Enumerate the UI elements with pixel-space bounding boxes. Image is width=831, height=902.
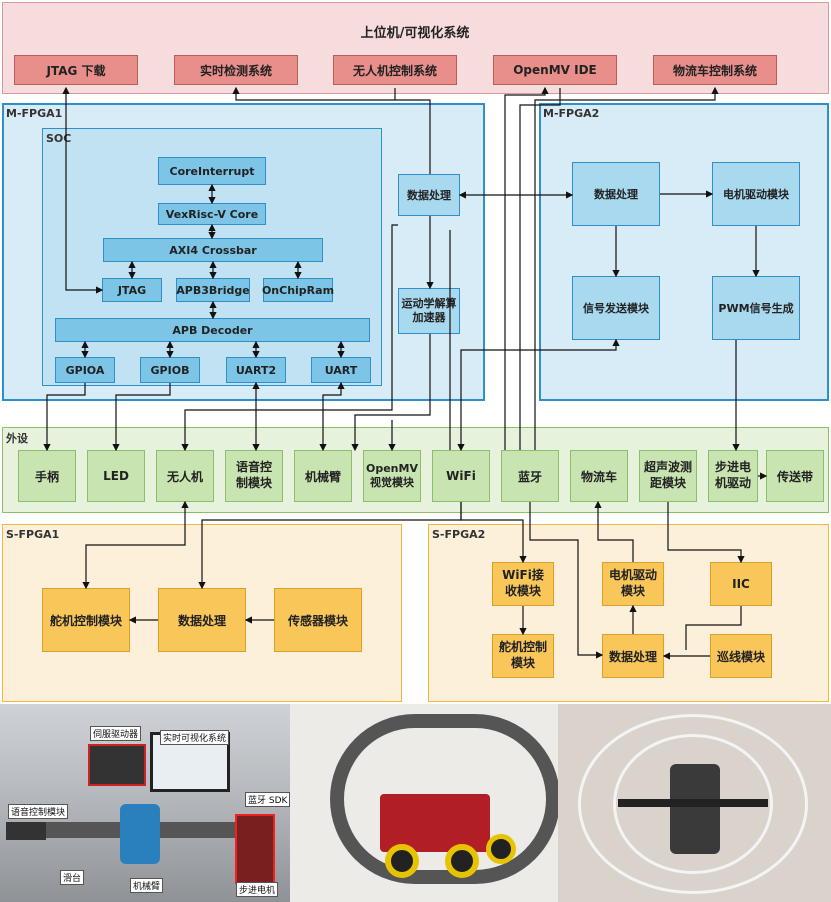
apb3-bridge-block: APB3Bridge (176, 278, 250, 302)
host-openmv-ide: OpenMV IDE (493, 55, 617, 85)
mfpga2-data-processing: 数据处理 (572, 162, 660, 226)
vexriscv-core-block: VexRisc-V Core (158, 203, 266, 225)
mfpga1-data-processing: 数据处理 (398, 174, 460, 216)
photo-tag-stepper: 步进电机 (236, 882, 279, 897)
sfpga2-motor-drive: 电机驱动模块 (602, 562, 664, 606)
photo-tag-servo-driver: 伺服驱动器 (90, 726, 142, 741)
buttons-shape (6, 822, 46, 840)
uart2-block: UART2 (226, 357, 286, 383)
mfpga2-label: M-FPGA2 (543, 107, 600, 120)
peripheral-wifi: WiFi (432, 450, 490, 502)
soc-label: SOC (46, 132, 72, 145)
photo-robot-arm-setup: 伺服驱动器 实时可视化系统 语音控制模块 蓝牙 SDK 滑台 机械臂 步进电机 (0, 704, 290, 902)
host-drone-control: 无人机控制系统 (333, 55, 457, 85)
arm-shape (120, 804, 160, 864)
gpiob-block: GPIOB (140, 357, 200, 383)
sfpga2-line-tracking: 巡线模块 (710, 634, 772, 678)
small-screen-shape (88, 744, 146, 786)
car-wheel-3 (486, 834, 516, 864)
peripheral-robot-arm: 机械臂 (294, 450, 352, 502)
sfpga2-wifi-receiver: WiFi接收模块 (492, 562, 554, 606)
sfpga1-servo-control: 舵机控制模块 (42, 588, 130, 652)
peripheral-gamepad: 手柄 (18, 450, 76, 502)
sfpga2-servo-control: 舵机控制模块 (492, 634, 554, 678)
sfpga1-data-processing: 数据处理 (158, 588, 246, 652)
peripheral-stepper-driver: 步进电机驱动 (708, 450, 758, 502)
car-body-shape (380, 794, 490, 852)
sfpga2-data-processing: 数据处理 (602, 634, 664, 678)
host-realtime-detection: 实时检测系统 (174, 55, 298, 85)
photo-tag-slide: 滑台 (60, 870, 85, 885)
host-jtag-download: JTAG 下载 (14, 55, 138, 85)
sfpga2-label: S-FPGA2 (432, 528, 486, 541)
signal-send-module: 信号发送模块 (572, 276, 660, 340)
peripheral-ultrasonic: 超声波测距模块 (639, 450, 697, 502)
car-wheel-1 (385, 844, 419, 878)
photo-logistics-car (290, 704, 558, 902)
photo-tag-bluetooth: 蓝牙 SDK (245, 792, 290, 807)
car-wheel-2 (445, 844, 479, 878)
core-interrupt-block: CoreInterrupt (158, 157, 266, 185)
cage-ring-1 (578, 714, 808, 894)
jtag-block: JTAG (102, 278, 162, 302)
cage-ring-2 (613, 734, 773, 874)
host-logistics-control: 物流车控制系统 (653, 55, 777, 85)
photo-tag-arm: 机械臂 (130, 878, 164, 893)
peripheral-drone: 无人机 (156, 450, 214, 502)
mfpga1-label: M-FPGA1 (6, 107, 63, 120)
host-title: 上位机/可视化系统 (360, 25, 470, 41)
mfpga2-region (539, 103, 829, 401)
apb-decoder-block: APB Decoder (55, 318, 370, 342)
photo-drone (558, 704, 831, 902)
peripheral-logistics-car: 物流车 (570, 450, 628, 502)
sfpga1-label: S-FPGA1 (6, 528, 60, 541)
sfpga1-sensor: 传感器模块 (274, 588, 362, 652)
peripheral-led: LED (87, 450, 145, 502)
peripheral-bluetooth: 蓝牙 (501, 450, 559, 502)
uart-block: UART (311, 357, 371, 383)
pwm-generation: PWM信号生成 (712, 276, 800, 340)
photo-tag-realtime-vis: 实时可视化系统 (160, 730, 230, 745)
peripheral-openmv: OpenMV视觉模块 (363, 450, 421, 502)
sfpga2-iic: IIC (710, 562, 772, 606)
peripheral-label: 外设 (6, 432, 28, 445)
gpioa-block: GPIOA (55, 357, 115, 383)
axi4-crossbar-block: AXI4 Crossbar (103, 238, 323, 262)
kinematics-accelerator: 运动学解算加速器 (398, 288, 460, 334)
onchip-ram-block: OnChipRam (262, 278, 334, 302)
drone-arm-shape (618, 799, 768, 807)
photo-tag-voice-control: 语音控制模块 (8, 804, 69, 819)
peripheral-conveyor: 传送带 (766, 450, 824, 502)
mfpga2-motor-drive: 电机驱动模块 (712, 162, 800, 226)
drone-body-shape (670, 764, 720, 854)
peripheral-voice-control: 语音控制模块 (225, 450, 283, 502)
board-shape (235, 814, 275, 884)
